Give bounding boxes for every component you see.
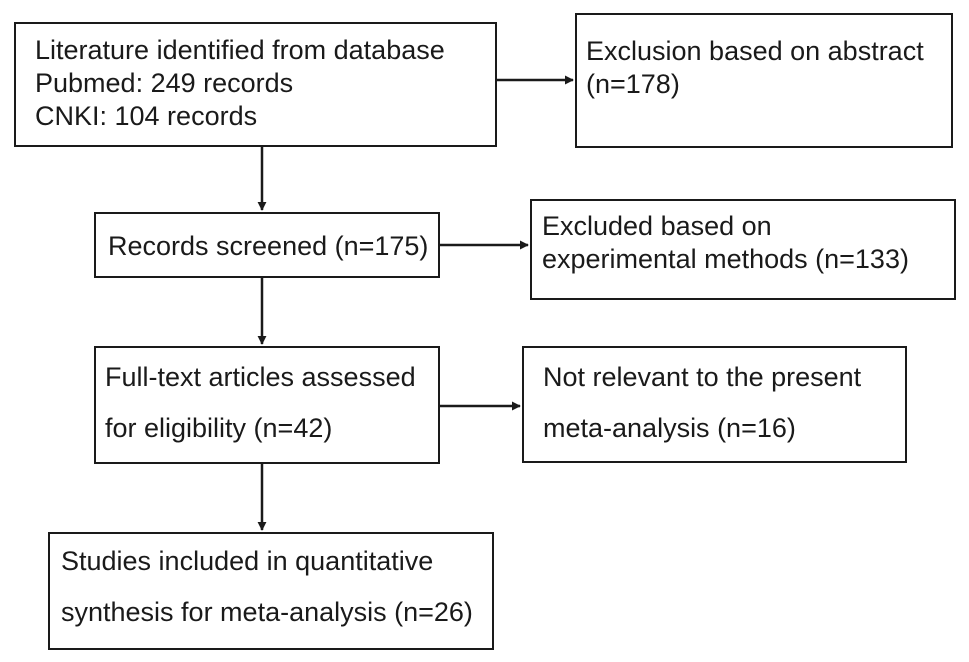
identified-pubmed-count: Pubmed: 249 records — [35, 68, 294, 98]
fulltext-assessed-label: Full-text articles assessed — [105, 362, 416, 392]
not-relevant-count: meta-analysis (n=16) — [543, 413, 796, 443]
excluded-abstract-label: Exclusion based on abstract — [586, 36, 924, 66]
fulltext-assessed-count: for eligibility (n=42) — [105, 413, 333, 443]
not-relevant-box: Not relevant to the present meta-analysi… — [522, 346, 907, 463]
records-screened-label: Records screened (n=175) — [108, 231, 429, 261]
excluded-abstract-count: (n=178) — [586, 69, 680, 99]
studies-included-box: Studies included in quantitative synthes… — [48, 532, 494, 650]
studies-included-count: synthesis for meta-analysis (n=26) — [61, 597, 473, 627]
fulltext-assessed-box: Full-text articles assessed for eligibil… — [94, 346, 440, 464]
studies-included-label: Studies included in quantitative — [61, 546, 434, 576]
excluded-methods-label: Excluded based on — [542, 211, 772, 241]
records-screened-box: Records screened (n=175) — [94, 212, 440, 278]
excluded-methods-box: Excluded based on experimental methods (… — [530, 199, 956, 300]
excluded-methods-count: experimental methods (n=133) — [542, 244, 909, 274]
not-relevant-label: Not relevant to the present — [543, 362, 862, 392]
identified-records-box: Literature identified from database Pubm… — [14, 22, 497, 147]
excluded-abstract-box: Exclusion based on abstract (n=178) — [575, 13, 953, 148]
identified-cnki-count: CNKI: 104 records — [35, 101, 258, 131]
identified-title: Literature identified from database — [35, 35, 445, 65]
